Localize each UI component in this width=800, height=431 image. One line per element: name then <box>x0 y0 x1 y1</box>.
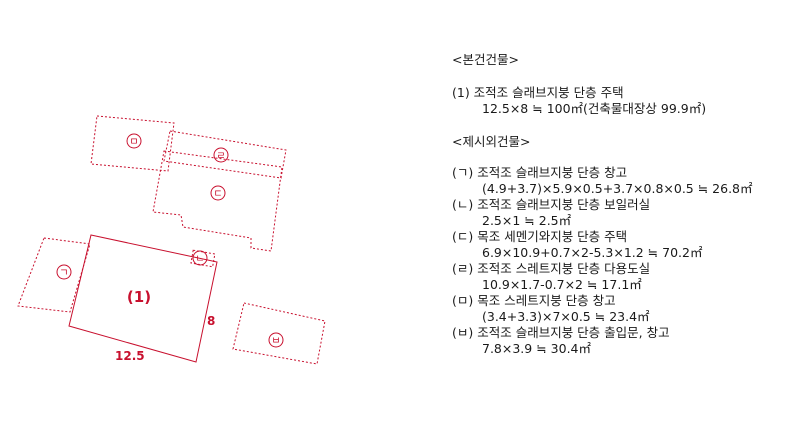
excluded-title: (ㄷ) 목조 세멘기와지붕 단층 주택 <box>452 229 628 244</box>
marker-m <box>126 133 142 149</box>
label-annex-r: ㄹ <box>216 151 225 162</box>
excluded-title: (ㄴ) 조적조 슬래브지붕 단층 보일러실 <box>452 197 651 212</box>
dimension-depth: 8 <box>207 314 215 328</box>
excluded-title: (ㅁ) 목조 스레트지붕 단층 창고 <box>452 293 616 308</box>
marker-d <box>210 185 226 201</box>
excluded-title: (ㄹ) 조적조 스레트지붕 단층 다용도실 <box>452 261 651 276</box>
excluded-entry-r: (ㄹ) 조적조 스레트지붕 단층 다용도실 10.9×1.7-0.7×2 ≒ 1… <box>452 261 792 293</box>
label-annex-n: ㄴ <box>195 254 204 265</box>
excluded-entry-d: (ㄷ) 목조 세멘기와지붕 단층 주택 6.9×10.9+0.7×2-5.3×1… <box>452 229 792 261</box>
excluded-entry-n: (ㄴ) 조적조 슬래브지붕 단층 보일러실 2.5×1 ≒ 2.5㎡ <box>452 197 792 229</box>
outline-annex-r <box>163 130 287 179</box>
marker-n <box>192 250 208 266</box>
excluded-area: (3.4+3.3)×7×0.5 ≒ 23.4㎡ <box>482 309 650 324</box>
marker-r <box>213 147 229 163</box>
excluded-area: 7.8×3.9 ≒ 30.4㎡ <box>482 341 591 356</box>
label-annex-d: ㄷ <box>213 189 222 200</box>
main-building-entry: (1) 조적조 슬래브지붕 단층 주택 12.5×8 ≒ 100㎡(건축물대장상… <box>452 85 792 117</box>
excluded-area: 2.5×1 ≒ 2.5㎡ <box>482 213 572 228</box>
excluded-entry-g: (ㄱ) 조적조 슬래브지붕 단층 창고 (4.9+3.7)×5.9×0.5+3.… <box>452 165 792 197</box>
label-main-building: (1) <box>127 288 151 306</box>
outline-annex-m <box>90 115 175 172</box>
main-building-title: (1) 조적조 슬래브지붕 단층 주택 <box>452 85 624 100</box>
excluded-entry-m: (ㅁ) 목조 스레트지붕 단층 창고 (3.4+3.3)×7×0.5 ≒ 23.… <box>452 293 792 325</box>
main-building-area: 12.5×8 ≒ 100㎡(건축물대장상 99.9㎡) <box>482 101 707 116</box>
excluded-area: 6.9×10.9+0.7×2-5.3×1.2 ≒ 70.2㎡ <box>482 245 703 260</box>
outline-main-building <box>68 234 218 363</box>
site-plan-drawing: ㅁ ㄹ ㄷ ㄱ ㄴ ㅂ (1) 8 12.5 <box>17 115 326 365</box>
excluded-area: (4.9+3.7)×5.9×0.5+3.7×0.8×0.5 ≒ 26.8㎡ <box>482 181 753 196</box>
building-list-panel: <본건건물> (1) 조적조 슬래브지붕 단층 주택 12.5×8 ≒ 100㎡… <box>452 52 792 357</box>
excluded-title: (ㄱ) 조적조 슬래브지붕 단층 창고 <box>452 165 628 180</box>
main-building-heading: <본건건물> <box>452 52 519 67</box>
label-annex-g: ㄱ <box>59 268 68 279</box>
marker-g <box>56 264 72 280</box>
label-annex-m: ㅁ <box>129 137 138 148</box>
outline-annex-g <box>17 237 91 313</box>
excluded-buildings-heading: <제시외건물> <box>452 134 531 149</box>
excluded-area: 10.9×1.7-0.7×2 ≒ 17.1㎡ <box>482 277 642 292</box>
label-annex-b: ㅂ <box>271 336 280 347</box>
dimension-width: 12.5 <box>115 349 145 363</box>
excluded-title: (ㅂ) 조적조 슬래브지붕 단층 출입문, 창고 <box>452 325 670 340</box>
marker-b <box>268 332 284 348</box>
excluded-entry-b: (ㅂ) 조적조 슬래브지붕 단층 출입문, 창고 7.8×3.9 ≒ 30.4㎡ <box>452 325 792 357</box>
outline-annex-d <box>152 150 283 252</box>
